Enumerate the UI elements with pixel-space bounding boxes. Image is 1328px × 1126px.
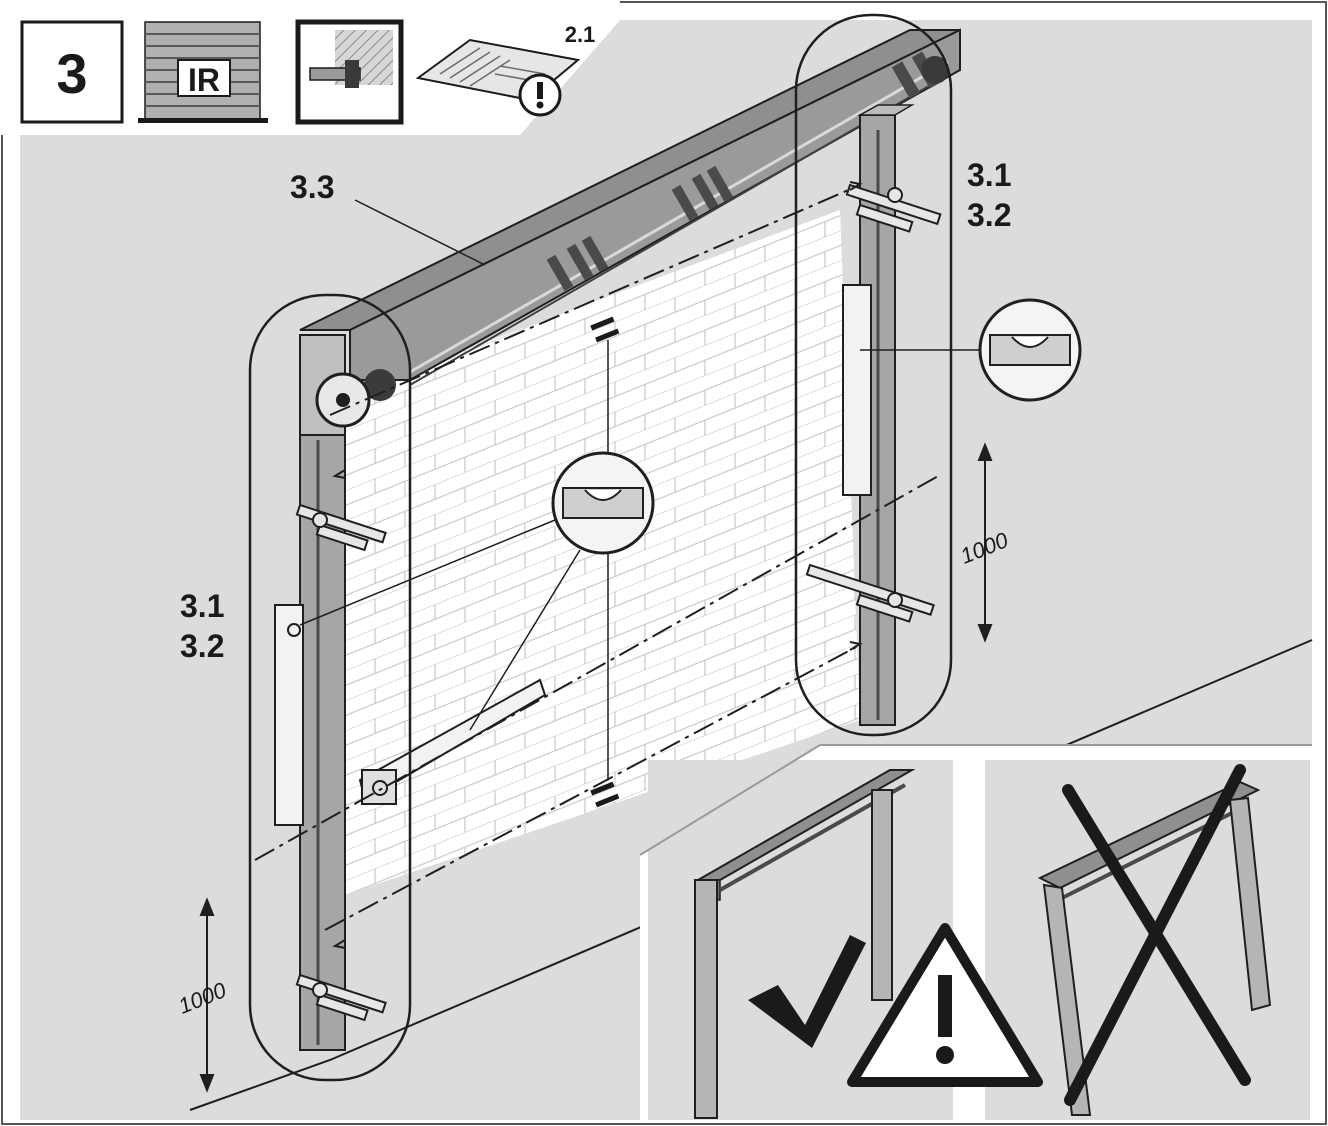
manual-reference: 2.1 bbox=[565, 22, 596, 47]
roller-shaft-edge bbox=[409, 74, 949, 386]
warning-triangle-icon bbox=[847, 923, 1043, 1087]
right-post-highlight bbox=[794, 13, 953, 737]
callout-right-3-1: 3.1 bbox=[967, 157, 1011, 193]
right-spirit-level bbox=[842, 284, 872, 496]
roller-end-left bbox=[364, 369, 396, 401]
manual-warning-icon bbox=[415, 38, 581, 117]
alignment-lines bbox=[254, 184, 941, 931]
roller-shaft bbox=[409, 60, 949, 374]
wall-mount-icon bbox=[295, 19, 404, 125]
correct-frame-illustration bbox=[694, 769, 916, 1119]
roller-box-front bbox=[349, 28, 961, 381]
left-post-highlight bbox=[248, 293, 412, 1082]
step-number: 3 bbox=[56, 42, 87, 105]
check-mark-icon bbox=[748, 935, 866, 1048]
cross-icon bbox=[1062, 764, 1251, 1106]
level-magnifier-centre bbox=[299, 451, 655, 731]
callout-left-3-2: 3.2 bbox=[180, 628, 224, 664]
step-number-box bbox=[20, 20, 124, 124]
door-badge-label: IR bbox=[188, 62, 220, 98]
callout-leader-3-3 bbox=[354, 199, 486, 266]
left-dimension-arrow bbox=[199, 897, 215, 1093]
level-magnifier-right bbox=[860, 298, 1082, 402]
right-dimension-arrow bbox=[977, 442, 993, 643]
left-clamps bbox=[295, 503, 387, 1022]
roller-end-right bbox=[921, 56, 949, 84]
left-guide-rail bbox=[299, 334, 346, 1051]
wrong-frame-illustration bbox=[1037, 780, 1272, 1116]
callout-3-3: 3.3 bbox=[290, 169, 334, 205]
right-clamps bbox=[805, 183, 942, 623]
horizontal-spirit-level bbox=[358, 678, 547, 805]
roller-door-icon bbox=[138, 21, 268, 123]
arrows bbox=[332, 181, 863, 949]
callout-right-3-2: 3.2 bbox=[967, 197, 1011, 233]
left-spirit-level bbox=[274, 604, 304, 826]
callout-left-3-1: 3.1 bbox=[180, 588, 224, 624]
